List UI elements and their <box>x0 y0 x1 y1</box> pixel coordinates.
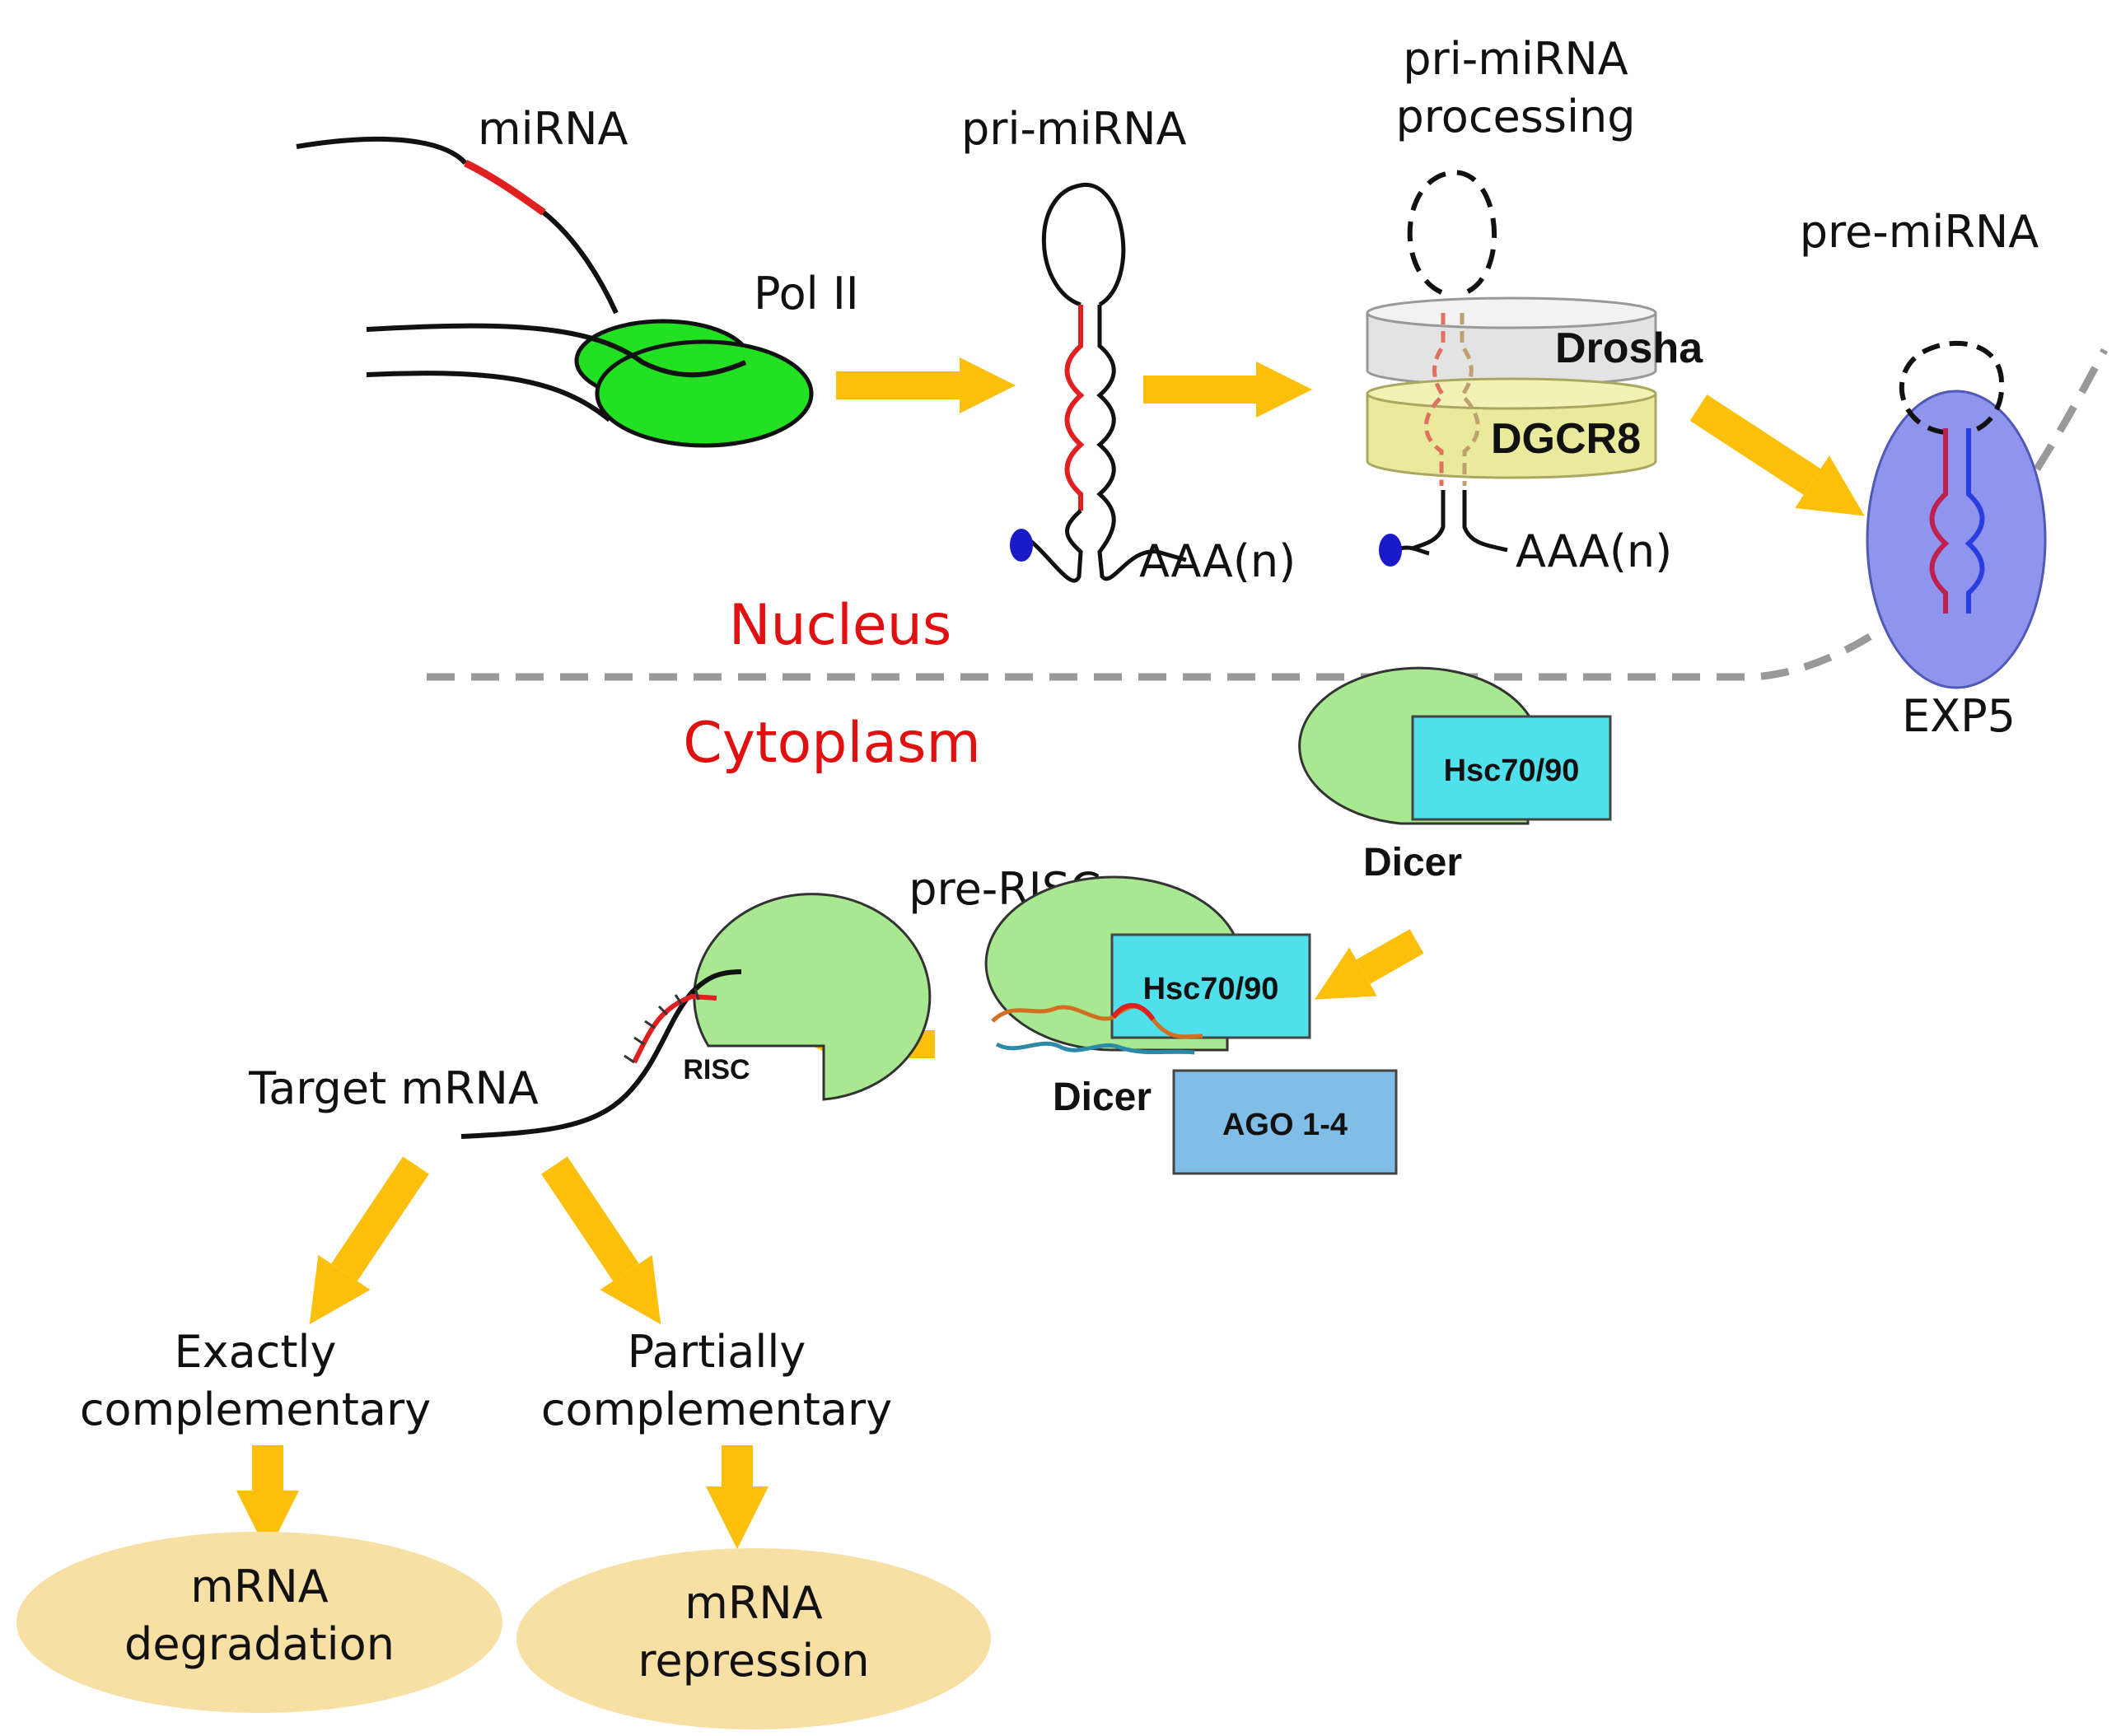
arrow-to-exact <box>309 1156 429 1325</box>
hsc-label-top: Hsc70/90 <box>1444 754 1580 788</box>
processing-stem-right <box>1459 313 1480 486</box>
ago-label: AGO 1-4 <box>1222 1108 1348 1142</box>
processing-polya: AAA(n) <box>1516 525 1672 577</box>
partial-line2: complementary <box>541 1384 892 1435</box>
pri-mirna-left-strand <box>1064 305 1085 511</box>
pri-mirna-left-lower <box>1017 509 1083 583</box>
degradation-line2: degradation <box>124 1618 395 1670</box>
processing-cap <box>1379 534 1402 567</box>
processing-dashed-loop <box>1407 170 1497 295</box>
pre-risc-duplex-top <box>991 1004 1203 1039</box>
degradation-ellipse <box>16 1532 502 1713</box>
processing-title-line2: processing <box>1395 91 1635 142</box>
ago-box <box>1172 1069 1398 1175</box>
pre-mirna-dashed-loop <box>1899 340 2005 435</box>
exp5-ellipse <box>1866 390 2047 689</box>
nucleus-label: Nucleus <box>729 593 952 658</box>
pre-risc-complex: pre-RISC Hsc70/90 AGO 1-4 Dicer <box>909 863 1398 1175</box>
pri-mirna-hairpin: pri-miRNA AAA(n) <box>961 103 1296 587</box>
dicer-label-top: Dicer <box>1363 841 1462 884</box>
target-mrna-label: Target mRNA <box>248 1062 539 1114</box>
exact-line1: Exactly <box>175 1326 337 1378</box>
risc-pacman <box>693 893 932 1101</box>
pol2-lower-ellipse <box>595 339 814 448</box>
dgcr8-label: DGCR8 <box>1491 415 1641 463</box>
drosha-top <box>1366 296 1657 329</box>
pri-mirna-label: pri-miRNA <box>961 103 1186 155</box>
pre-risc-duplex-bottom <box>995 1041 1195 1055</box>
dicer-label-bottom: Dicer <box>1053 1076 1152 1119</box>
hsc-box-top <box>1411 715 1612 821</box>
dna-top-strand <box>366 323 747 378</box>
pri-mirna-right-strand <box>1096 305 1187 581</box>
hsc-box-bottom <box>1110 933 1311 1039</box>
dna-bottom-strand <box>366 371 611 422</box>
partial-branch: Partially complementary mRNA repression <box>516 1326 991 1729</box>
pri-mirna-cap <box>1010 529 1033 562</box>
repression-line1: mRNA <box>684 1577 823 1629</box>
processing-stem-left <box>1424 313 1446 486</box>
risc-complex: RISC Target mRNA <box>248 893 932 1139</box>
pol2-label: Pol II <box>754 268 859 320</box>
pre-risc-duplex-red <box>1111 1002 1156 1021</box>
risc-label: RISC <box>683 1054 750 1085</box>
drosha-label: Drosha <box>1555 324 1703 372</box>
pol2-transcription: miRNA Pol II <box>296 103 859 448</box>
cytoplasm-label: Cytoplasm <box>683 711 980 776</box>
dicer-complex: Hsc70/90 Dicer <box>1298 666 1612 884</box>
pre-mirna-label: pre-miRNA <box>1800 206 2039 258</box>
arrow-dicer-to-pre-risc <box>1314 929 1424 1000</box>
exp5-label: EXP5 <box>1902 690 2016 742</box>
pri-mirna-loop <box>1041 183 1126 307</box>
pre-mirna-guide-strand <box>1929 428 1950 614</box>
arrow-processing-to-pre-mirna <box>1689 394 1865 516</box>
processing-title-line1: pri-miRNA <box>1403 33 1628 85</box>
risc-base-pairs <box>624 987 700 1064</box>
dgcr8-body <box>1366 392 1657 479</box>
risc-guide-mirna <box>632 993 717 1064</box>
pri-mirna-polya: AAA(n) <box>1139 535 1296 587</box>
mirna-label: miRNA <box>478 103 628 155</box>
exact-line2: complementary <box>80 1384 431 1435</box>
mirna-sequence-red <box>464 159 546 216</box>
processing-stem-base <box>1411 490 1508 553</box>
dgcr8-top <box>1366 377 1657 410</box>
repression-line2: repression <box>638 1635 869 1687</box>
degradation-line1: mRNA <box>190 1561 329 1612</box>
target-mrna-strand <box>460 969 742 1139</box>
transcript-tail <box>542 210 619 315</box>
hsc-label-bottom: Hsc70/90 <box>1143 972 1279 1006</box>
pre-mirna-export: pre-miRNA EXP5 <box>1800 206 2047 742</box>
repression-ellipse <box>516 1548 991 1729</box>
arrow-to-partial <box>541 1156 661 1325</box>
mirna-transcript-strand <box>296 136 468 166</box>
exact-branch: Exactly complementary mRNA degradation <box>16 1326 502 1713</box>
pri-mirna-processing: pri-miRNA processing Drosha DGCR8 AAA(n) <box>1366 33 1703 577</box>
pre-mirna-passenger-strand <box>1964 428 1985 614</box>
partial-line1: Partially <box>628 1326 806 1378</box>
